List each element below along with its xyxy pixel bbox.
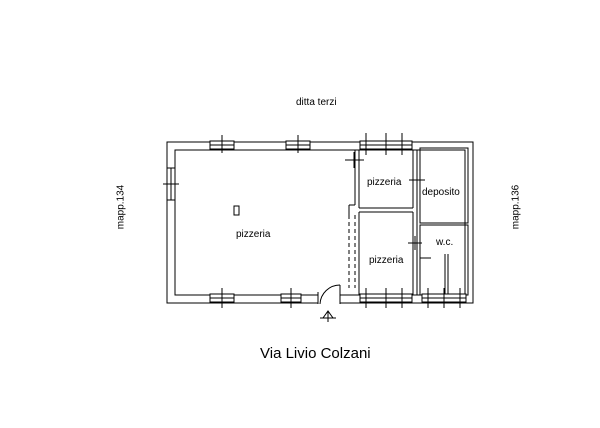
column-marker [233,205,240,216]
label-ditta-terzi: ditta terzi [296,97,337,108]
room-label-upper-right: pizzeria [367,177,402,188]
interior-walls [348,147,469,296]
windows-bottom [209,288,467,308]
room-label-main: pizzeria [236,229,271,240]
interior-door-marks [345,152,425,250]
dashed-passage [348,215,356,288]
windows-top [209,133,413,155]
entrance-door [317,284,341,305]
entrance-marker [320,310,336,322]
room-label-storage: deposito [422,187,460,198]
street-name: Via Livio Colzani [260,345,371,362]
label-mapp-134: mapp.134 [115,184,127,230]
room-label-wc: w.c. [436,237,454,248]
window-left [163,167,179,201]
label-mapp-136: mapp.136 [510,184,522,230]
room-label-lower-right: pizzeria [369,255,404,266]
